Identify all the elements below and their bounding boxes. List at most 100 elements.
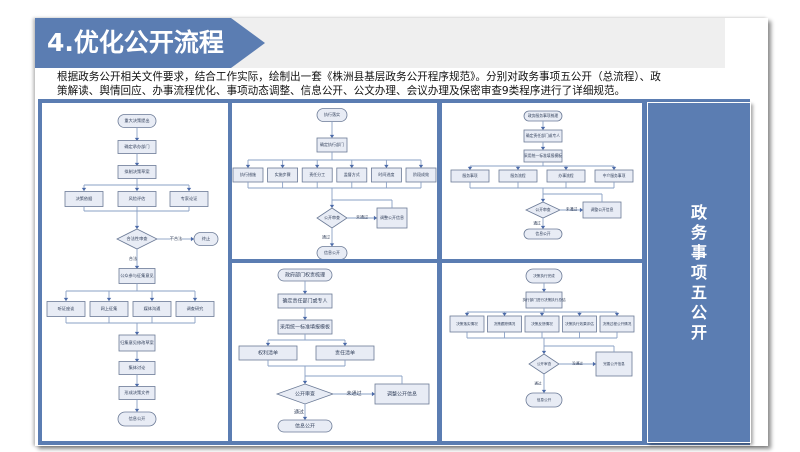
arrow-head [464, 312, 470, 316]
arrow-head [540, 126, 546, 130]
yes-label: 通过 [533, 221, 541, 226]
side-label-char: 项 [690, 263, 707, 282]
node-label: 决策落实情况 [456, 321, 478, 326]
arrow-head [541, 288, 547, 292]
node-label: 重大决策提出 [124, 117, 149, 124]
node-label: 决策执行完成 [533, 273, 555, 278]
node-label: 政府部门权责梳理 [285, 272, 325, 279]
flowchart-service-panel: 政务服务事项梳理确定责任部门或专人采用统一标准填报模板服务事项服务流程办事流程中… [442, 103, 642, 259]
arrow-head [315, 164, 320, 168]
arrow-head [149, 297, 155, 301]
node-label: 阶段成效 [413, 171, 429, 177]
arrow-head [245, 164, 251, 168]
arrow-head [373, 215, 377, 221]
arrow-head [540, 146, 546, 150]
node-label: 归集意见修改草案 [120, 339, 154, 346]
node-label: 网上征集 [101, 305, 119, 312]
arrow-head [302, 416, 308, 420]
node-label: 形成决策文件 [124, 389, 149, 396]
yes-label: 合法 [129, 255, 137, 262]
node-label: 完善公开信息 [603, 361, 625, 366]
flowchart-power-panel: 政府部门权责梳理确定责任部门或专人采用统一标准填报模板权利清单责任清单公开审查未… [232, 263, 437, 441]
arrow-head [190, 236, 194, 242]
node-label: 信息公开 [535, 231, 550, 236]
node-label: 调查研究 [187, 305, 205, 312]
terminal-node [277, 419, 333, 433]
terminal-node [193, 232, 219, 246]
terminal-node [316, 246, 348, 259]
arrow-head [541, 350, 547, 354]
node-label: 调整公开信息 [591, 207, 614, 212]
arrow-head [384, 164, 389, 168]
side-label-char: 务 [690, 223, 707, 242]
flowchart-decision-panel: 重大决策提出确定承办部门拟制决策草案决策依据风险评估专家论证合法性审查不合法终止… [42, 103, 228, 441]
arrow-head [302, 380, 308, 384]
arrow-head [192, 297, 198, 301]
no-label: 没通过 [572, 361, 583, 366]
description: 根据政务公开相关文件要求，结合工作实际，绘制出一套《株洲县基层政务公开程序规范》… [57, 71, 737, 98]
yes-label: 通过 [322, 233, 330, 239]
arrow-head [611, 166, 617, 170]
node-label: 服务流程 [510, 173, 525, 178]
node-label: 风险评估 [129, 195, 146, 202]
side-label-char: 公 [690, 303, 707, 322]
node-label: 决策执行效果评估 [565, 321, 594, 326]
arrow-head [134, 408, 140, 412]
node-label: 确定执行部门 [320, 141, 344, 147]
node-label: 公开审查 [535, 207, 550, 212]
node-label: 拟制决策草案 [124, 168, 150, 175]
arrow-head [577, 312, 582, 316]
yes-label: 通过 [294, 409, 304, 416]
node-label: 信息公开 [129, 415, 146, 422]
node-label: 政务服务事项梳理 [528, 113, 559, 118]
arrow-head [541, 389, 547, 393]
node-label: 调整公开信息 [387, 391, 417, 398]
node-label: 信息公开 [324, 249, 340, 255]
arrow-head [134, 162, 140, 166]
arrow-head [329, 134, 335, 138]
arrow-head [134, 187, 140, 191]
arrow-head [134, 383, 140, 387]
node-label: 执行落实 [324, 111, 340, 117]
arrow-head [515, 166, 521, 170]
slide: 4.优化公开流程 根据政务公开相关文件要求，结合工作实际，绘制出一套《株洲县基层… [35, 18, 768, 446]
flowchart-service: 政务服务事项梳理确定责任部门或专人采用统一标准填报模板服务事项服务流程办事流程中… [450, 110, 634, 240]
flowchart-execution: 执行落实确定执行部门执行措施实施步骤责任分工监督方式时间进度阶段成效公开审查未通… [232, 108, 437, 259]
arrow-head [134, 137, 140, 141]
arrow-head [329, 204, 335, 208]
terminal-node [525, 392, 563, 408]
arrow-head [265, 342, 271, 346]
node-label: 中介服务事项 [603, 173, 626, 178]
arrow-head [134, 265, 140, 269]
yes-label: 通过 [534, 381, 542, 386]
flowchart-result-panel: 决策执行完成执行部门进行决策执行总结决策落实情况决策跟踪情况决策反馈情况决策执行… [442, 263, 642, 441]
title-arrow-shape [231, 18, 265, 68]
side-label-text: 政 务 事 项 五 公 开 [648, 203, 750, 343]
side-label-char: 政 [690, 203, 707, 222]
no-label: 未通过 [566, 207, 578, 212]
node-label: 终止 [202, 235, 210, 242]
no-label: 未通过 [356, 214, 368, 220]
node-label: 合法性审查 [127, 235, 149, 242]
arrow-head [81, 187, 87, 191]
arrow-head [63, 297, 69, 301]
node-label: 服务事项 [462, 173, 477, 178]
arrow-head [592, 361, 596, 367]
node-label: 决策过程公开情况 [603, 321, 632, 326]
no-label: 不合法 [170, 235, 183, 242]
arrow-head [502, 312, 507, 316]
arrow-head [614, 312, 620, 316]
node-label: 信息公开 [537, 397, 552, 402]
terminal-node [117, 411, 157, 427]
arrow-head [349, 164, 354, 168]
node-label: 集体讨论 [129, 364, 147, 371]
node-label: 监督方式 [344, 171, 360, 177]
arrow-head [329, 243, 335, 247]
node-label: 办事流程 [558, 173, 573, 178]
arrow-head [134, 225, 140, 229]
arrow-head [540, 198, 546, 202]
arrow-head [540, 225, 546, 229]
node-label: 采用统一标准填报模板 [524, 153, 562, 158]
flowchart-power: 政府部门权责梳理确定责任部门或专人采用统一标准填报模板权利清单责任清单公开审查未… [238, 268, 430, 433]
side-label-panel: 政 务 事 项 五 公 开 [647, 102, 751, 443]
